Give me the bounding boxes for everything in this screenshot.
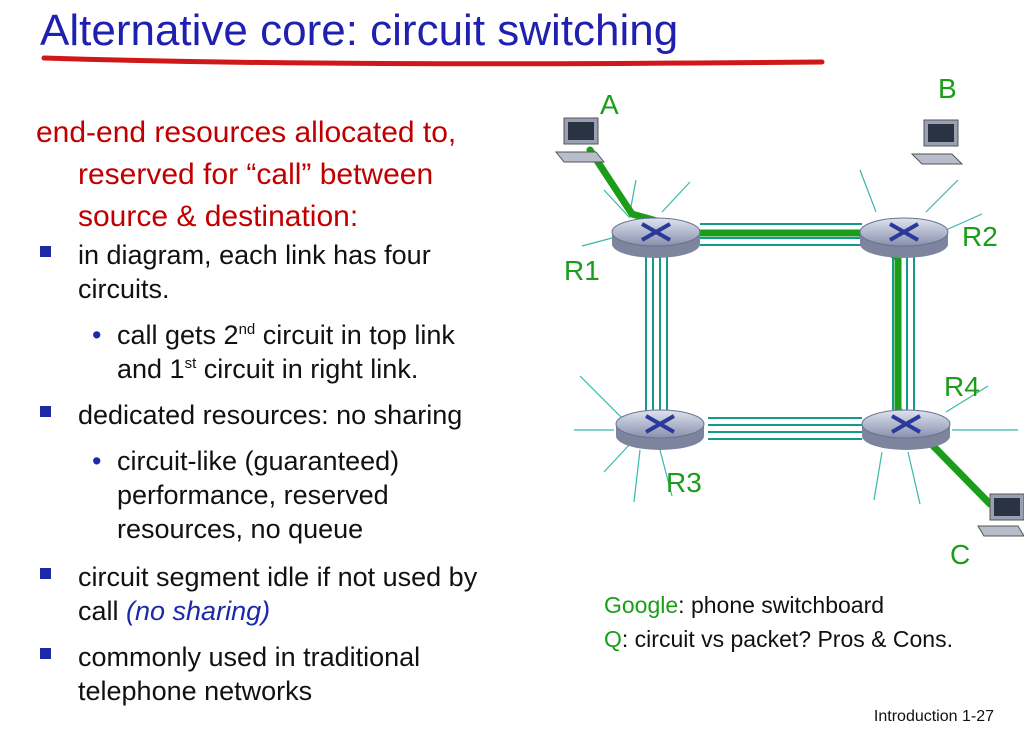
router-r1	[611, 217, 701, 258]
router-r2-label: R2	[962, 221, 998, 252]
question-note: Q: circuit vs packet? Pros & Cons.	[604, 626, 953, 652]
access-links	[574, 169, 1018, 505]
bullet-marker	[40, 568, 51, 579]
router-r1-label: R1	[564, 255, 600, 286]
slide-footer: Introduction 1-27	[873, 708, 994, 725]
reserved-call-path	[586, 146, 994, 508]
no-sharing-emphasis: (no sharing)	[126, 596, 271, 626]
host-c-label: C	[950, 539, 970, 570]
router-r4	[861, 409, 951, 450]
title-underline	[41, 55, 825, 67]
google-note: Google: phone switchboard	[604, 592, 885, 618]
router-r2	[859, 217, 949, 258]
bullet-four-circuits: in diagram, each link has four circuits.	[36, 238, 576, 306]
question-keyword: Q	[604, 626, 622, 652]
bullet-telephone-networks: commonly used in traditional telephone n…	[36, 640, 576, 708]
subbullet-marker: •	[92, 446, 102, 476]
bullet-dedicated-resources: dedicated resources: no sharing	[36, 398, 576, 432]
google-keyword: Google	[604, 592, 679, 618]
subbullet-call-circuits: • call gets 2nd circuit in top link and …	[92, 320, 455, 384]
link-r1-r3	[645, 256, 668, 412]
router-r3	[615, 409, 705, 450]
bullet-marker	[40, 406, 51, 417]
subbullet-guaranteed-performance: • circuit-like (guaranteed) performance,…	[92, 446, 400, 544]
host-b-computer-icon	[910, 119, 964, 165]
link-r3-r4	[708, 417, 862, 440]
bullet-marker	[40, 246, 51, 257]
intro-text: end-end resources allocated to, reserved…	[36, 112, 566, 238]
host-c-computer-icon	[977, 493, 1024, 537]
intro-line-1: end-end resources allocated to,	[36, 116, 457, 149]
host-a-computer-icon	[554, 117, 606, 163]
host-a-label: A	[600, 89, 619, 120]
router-r3-label: R3	[666, 467, 702, 498]
intro-line-3: source & destination:	[78, 200, 359, 233]
bullet-idle-segment: circuit segment idle if not used by call…	[36, 560, 576, 628]
host-b-label: B	[938, 73, 957, 104]
router-r4-label: R4	[944, 371, 980, 402]
subbullet-marker: •	[92, 320, 102, 350]
intro-line-2: reserved for “call” between	[78, 158, 434, 191]
slide-title: Alternative core: circuit switching	[40, 6, 679, 55]
bullet-marker	[40, 648, 51, 659]
